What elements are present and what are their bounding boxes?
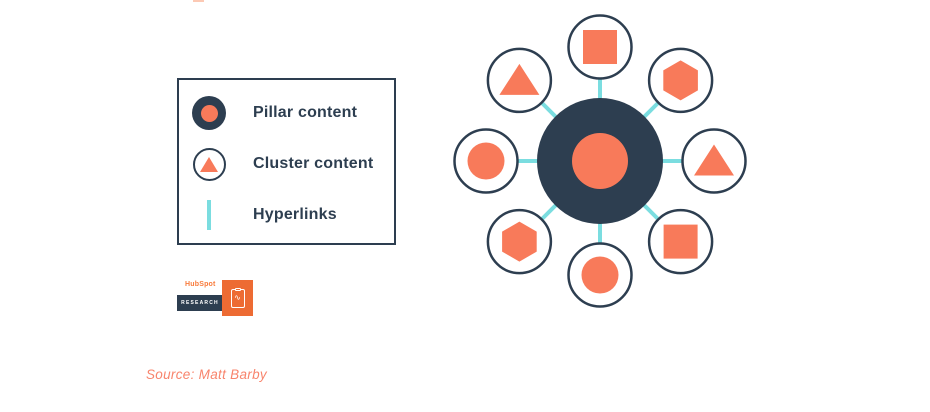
legend-label-cluster: Cluster content <box>253 155 374 172</box>
logo-research-label: RESEARCH <box>181 300 219 306</box>
logo-brand-text: HubSpot <box>185 281 216 288</box>
cluster-node-bottom-right-square <box>647 208 714 275</box>
legend-row-cluster: Cluster content <box>192 147 373 181</box>
logo-research-bar: RESEARCH <box>177 295 223 311</box>
cluster-node-top-left-triangle <box>486 47 553 114</box>
cropped-artifact <box>193 0 204 2</box>
cluster-node-bottom-circle <box>567 242 633 308</box>
cluster-node-top-right-hexagon <box>647 47 714 114</box>
legend: Pillar content Cluster content Hyperlink… <box>177 78 396 245</box>
legend-row-pillar: Pillar content <box>192 96 357 130</box>
cluster-node-bottom-left-hexagon <box>486 208 553 275</box>
clipboard-icon: ∿ <box>230 287 245 308</box>
logo-tile: ∿ <box>222 280 253 316</box>
cluster-node-right-triangle <box>681 128 747 194</box>
source-caption: Source: Matt Barby <box>146 367 267 382</box>
cluster-node-top-square <box>567 14 633 80</box>
cluster-node-left-circle <box>453 128 519 194</box>
cluster-content-icon <box>192 147 226 181</box>
wave-glyph: ∿ <box>234 293 241 302</box>
legend-row-hyperlinks: Hyperlinks <box>192 198 337 232</box>
legend-label-hyperlinks: Hyperlinks <box>253 206 337 223</box>
pillar-node-core <box>572 133 628 189</box>
hubspot-research-logo: HubSpot RESEARCH ∿ <box>177 279 255 317</box>
pillar-content-icon <box>192 96 226 130</box>
hyperlink-icon <box>192 198 226 232</box>
legend-label-pillar: Pillar content <box>253 104 358 121</box>
